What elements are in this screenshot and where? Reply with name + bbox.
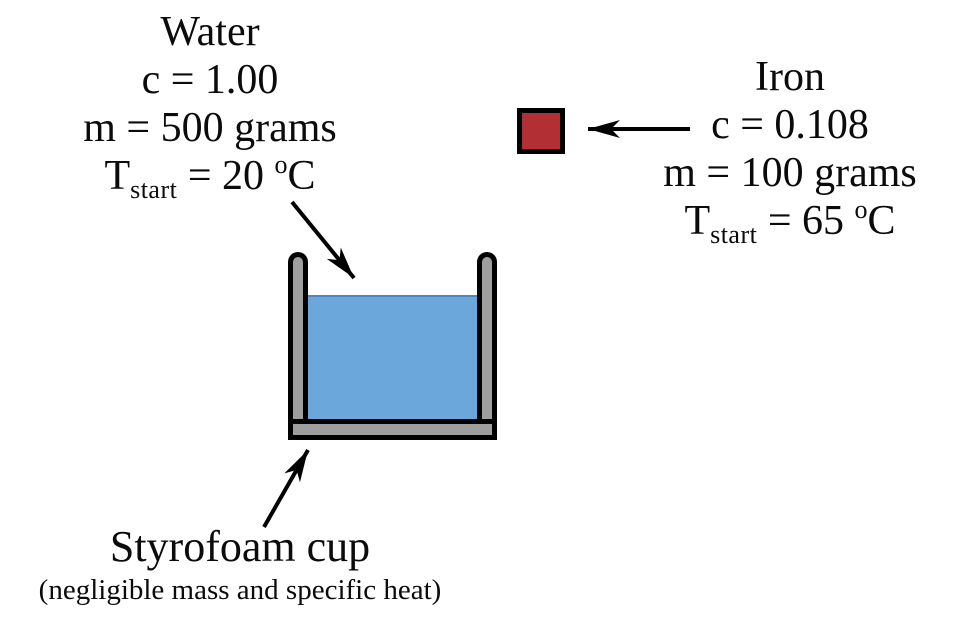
cup-caption-note: (negligible mass and specific heat) — [38, 574, 442, 606]
water-label-block: Water c = 1.00 m = 500 grams Tstart = 20… — [30, 8, 390, 205]
water-mass: m = 500 grams — [83, 105, 337, 151]
iron-specific-heat: c = 0.108 — [711, 102, 869, 148]
water-in-cup — [308, 295, 477, 421]
arrow-to-cup — [262, 449, 310, 528]
iron-start-temperature: Tstart = 65 oC — [684, 195, 896, 249]
cup-right-wall — [477, 252, 497, 419]
iron-mass: m = 100 grams — [663, 150, 917, 196]
water-start-temperature: Tstart = 20 oC — [104, 150, 316, 204]
cup-left-wall — [288, 252, 308, 419]
styrofoam-cup — [288, 252, 497, 440]
cup-caption-block: Styrofoam cup (negligible mass and speci… — [20, 522, 460, 608]
iron-title: Iron — [755, 54, 825, 100]
water-specific-heat: c = 1.00 — [141, 57, 279, 103]
iron-block-square — [517, 108, 565, 154]
cup-base — [288, 419, 497, 440]
cup-caption-title: Styrofoam cup — [109, 522, 371, 571]
water-title: Water — [160, 9, 260, 55]
iron-label-block: Iron c = 0.108 m = 100 grams Tstart = 65… — [610, 53, 970, 250]
